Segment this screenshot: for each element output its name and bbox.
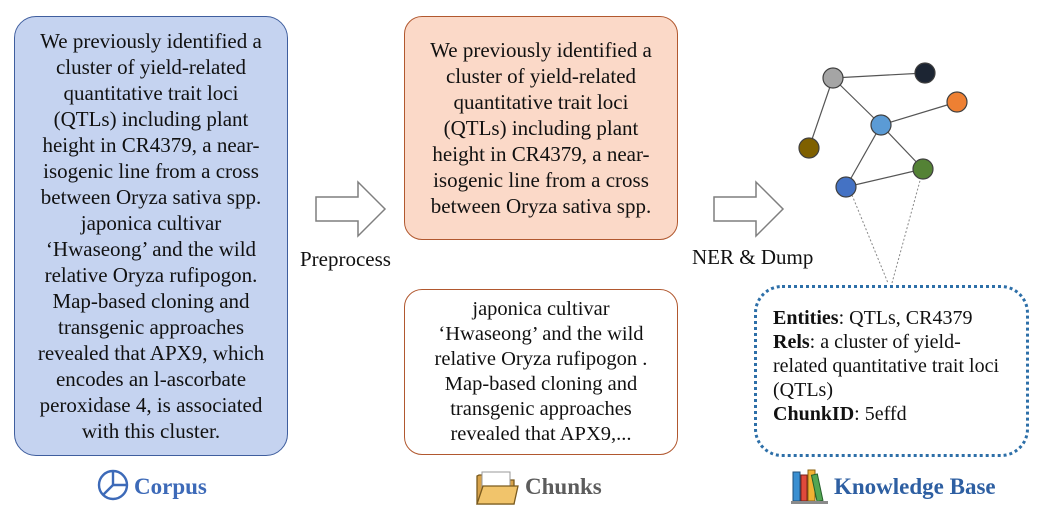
entities-key: Entities bbox=[773, 307, 839, 329]
ner-dump-label: NER & Dump bbox=[692, 245, 814, 269]
rels-key: Rels bbox=[773, 331, 810, 353]
graph-node-blue bbox=[835, 176, 857, 198]
graph-node-gray bbox=[822, 67, 844, 89]
knowledge-base-label: Knowledge Base bbox=[834, 474, 996, 499]
chunkid-value: : 5effd bbox=[854, 403, 907, 425]
entities-value: : QTLs, CR4379 bbox=[838, 307, 973, 329]
chunk-box-2: japonica cultivar ‘Hwaseong’ and the wil… bbox=[404, 289, 678, 455]
graph-node-green bbox=[912, 158, 934, 180]
ner-dump-arrow-icon bbox=[713, 180, 785, 238]
graph-node-brown bbox=[798, 137, 820, 159]
corpus-label: Corpus bbox=[134, 474, 207, 499]
chunk-2-text: japonica cultivar ‘Hwaseong’ and the wil… bbox=[434, 298, 648, 445]
graph-node-blue-center bbox=[870, 114, 892, 136]
pie-chart-icon bbox=[97, 469, 129, 501]
graph-node-orange bbox=[946, 91, 968, 113]
preprocess-label: Preprocess bbox=[300, 247, 391, 271]
chunkid-key: ChunkID bbox=[773, 403, 855, 425]
chunk-box-1: We previously identified a cluster of yi… bbox=[404, 16, 678, 240]
corpus-text: We previously identified a cluster of yi… bbox=[37, 29, 265, 443]
rels-value: : a cluster of yield-related quantitativ… bbox=[773, 331, 1000, 401]
graph-node-black bbox=[914, 62, 936, 84]
preprocess-arrow-icon bbox=[315, 180, 387, 238]
books-icon bbox=[791, 469, 828, 504]
knowledge-base-box: Entities: QTLs, CR4379 Rels: a cluster o… bbox=[754, 285, 1029, 457]
chunk-1-text: We previously identified a cluster of yi… bbox=[430, 38, 652, 218]
corpus-text-box: We previously identified a cluster of yi… bbox=[14, 16, 288, 456]
knowledge-graph-icon bbox=[798, 62, 968, 284]
folder-icon bbox=[476, 471, 519, 505]
chunks-label: Chunks bbox=[525, 474, 602, 499]
